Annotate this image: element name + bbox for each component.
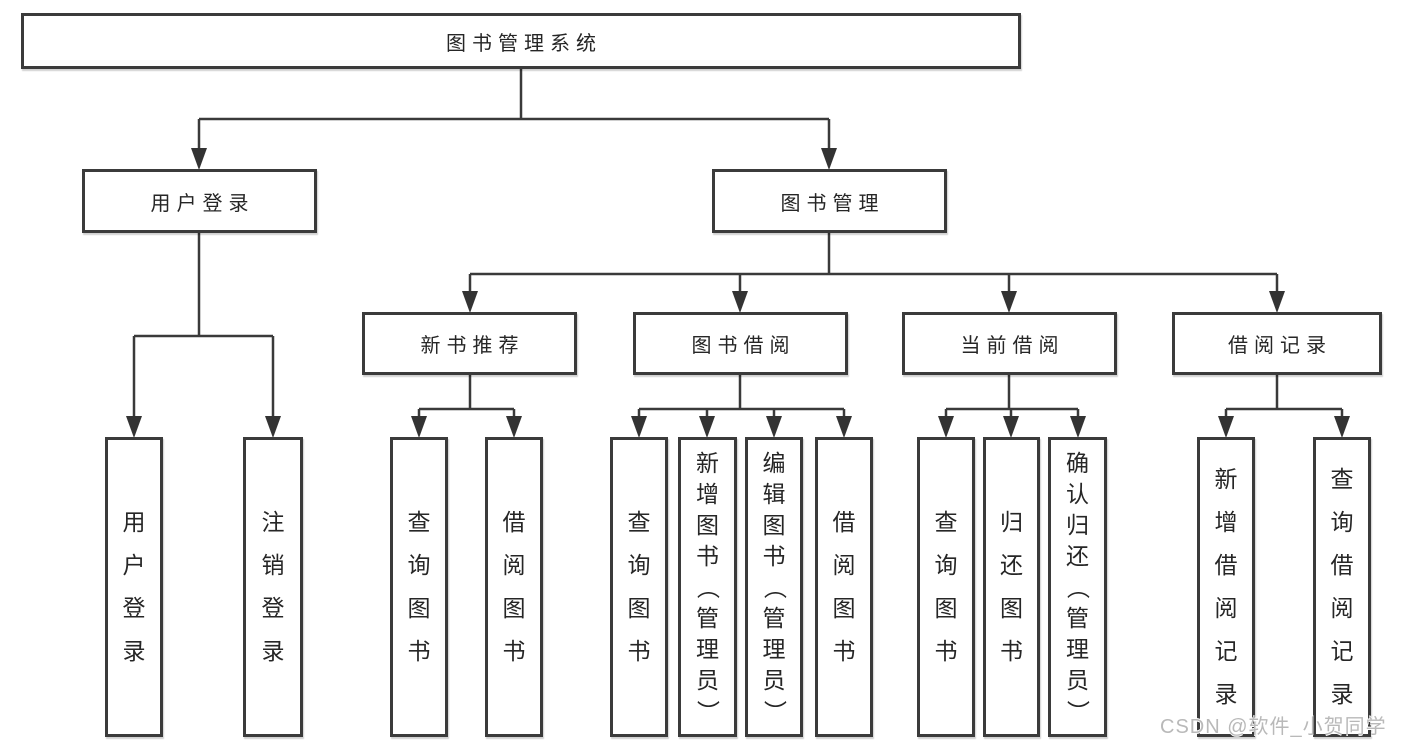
leaf-confirm-return-admin: 确认归还（管理员） (1048, 437, 1107, 737)
leaf-query-borrow-record: 查询借阅记录 (1313, 437, 1371, 737)
leaf-borrow-books-borrowing: 借阅图书 (815, 437, 873, 737)
leaf-query-books-current: 查询图书 (917, 437, 975, 737)
node-current-borrowing: 当前借阅 (902, 312, 1117, 375)
leaf-borrow-books-recommend: 借阅图书 (485, 437, 543, 737)
node-book-management: 图书管理 (712, 169, 947, 233)
leaf-add-books-admin: 新增图书（管理员） (678, 437, 737, 737)
leaf-add-borrow-record: 新增借阅记录 (1197, 437, 1255, 737)
leaf-logout: 注销登录 (243, 437, 303, 737)
connector-edges (132, 69, 1344, 417)
csdn-watermark: CSDN @软件_小贺同学 (1160, 716, 1387, 738)
node-borrowing-records: 借阅记录 (1172, 312, 1382, 375)
arrowheads (126, 148, 1350, 438)
leaf-return-books: 归还图书 (983, 437, 1040, 737)
node-user-login: 用户登录 (82, 169, 317, 233)
node-book-borrowing: 图书借阅 (633, 312, 848, 375)
node-root-system: 图书管理系统 (21, 13, 1021, 69)
node-new-book-recommendation: 新书推荐 (362, 312, 577, 375)
leaf-query-books-recommend: 查询图书 (390, 437, 448, 737)
leaf-user-login: 用户登录 (105, 437, 163, 737)
leaf-query-books-borrowing: 查询图书 (610, 437, 668, 737)
leaf-edit-books-admin: 编辑图书（管理员） (745, 437, 803, 737)
